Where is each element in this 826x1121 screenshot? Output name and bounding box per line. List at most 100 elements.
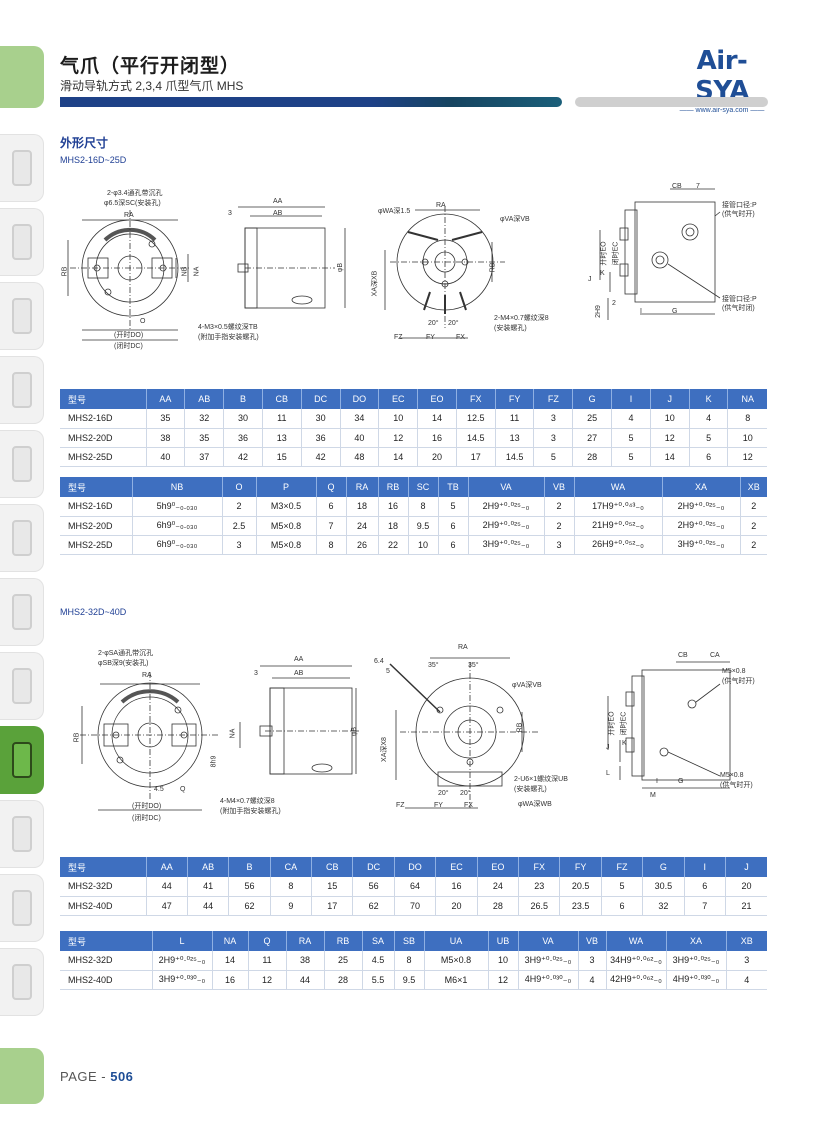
d1-port-open-1: 接管口径:P	[722, 202, 757, 209]
table-cell: 8	[316, 535, 347, 555]
table-cell: 20	[725, 877, 767, 897]
sidebar-tab-fitting[interactable]	[0, 356, 44, 424]
table-cell: 5	[601, 877, 644, 897]
d1-fy: FY	[426, 334, 435, 341]
d1-7: 7	[696, 183, 700, 190]
column-header: FZ	[601, 857, 644, 877]
table-cell: 37	[184, 447, 225, 467]
table-cell: 12	[248, 970, 287, 990]
sidebar-tab-accessory[interactable]	[0, 948, 44, 1016]
table-cell: 13	[262, 428, 302, 448]
d1-rb: RB	[61, 266, 69, 277]
table-cell: 7	[316, 516, 347, 536]
d2-angle35-a: 35°	[428, 662, 439, 669]
table-cell: 17	[311, 896, 354, 916]
d1-aa: AA	[273, 198, 283, 205]
d2-ec: 闭时EC	[620, 711, 628, 736]
sidebar-tab-gripper[interactable]	[0, 726, 44, 794]
d1-ra-2: RA	[436, 202, 446, 209]
column-header: NB	[132, 477, 223, 497]
d2-fz: FZ	[396, 802, 405, 809]
d2-3: 3	[254, 670, 258, 677]
table-cell: 3H9⁺⁰·⁰²⁵₋₀	[518, 951, 579, 971]
sidebar-tab-actuator[interactable]	[0, 504, 44, 572]
table-cell: 28	[572, 447, 613, 467]
sidebar-tab-tube[interactable]	[0, 800, 44, 868]
table-cell: 14.5	[495, 447, 535, 467]
table-cell: 4	[689, 409, 729, 429]
table-cell: 36	[301, 428, 341, 448]
d2-q: Q	[180, 786, 186, 793]
table-cell: 28	[324, 970, 363, 990]
d2-u6-1: 2-U6×1螺纹深UB	[514, 776, 568, 783]
d2-fx: FX	[464, 802, 473, 809]
table-cell: 3H9⁺⁰·⁰²⁵₋₀	[662, 535, 741, 555]
column-header: 型号	[60, 857, 147, 877]
header-bar-gray	[575, 97, 768, 107]
actuator-product-icon	[11, 520, 32, 556]
table-cell: 42H9⁺⁰·⁰⁶²₋₀	[606, 970, 667, 990]
table-cell: 24	[346, 516, 379, 536]
d1-port-close-2: (供气时闭)	[722, 305, 755, 312]
d2-5: 5	[386, 668, 390, 675]
d2-port-close-2: (供气时开)	[720, 782, 753, 789]
table-cell: MHS2-20D	[60, 516, 133, 536]
table-cell: 6	[316, 497, 347, 517]
column-header: FX	[518, 857, 561, 877]
valve-product-icon	[11, 446, 32, 482]
column-header: NA	[727, 389, 767, 409]
table-cell: 38	[286, 951, 325, 971]
table-cell: 4	[578, 970, 607, 990]
table-cell: 17H9⁺⁰·⁰⁴³₋₀	[574, 497, 663, 517]
sidebar-tab-regulator[interactable]	[0, 282, 44, 350]
table-cell: 30	[223, 409, 263, 429]
column-header: VB	[578, 931, 607, 951]
column-header: NA	[212, 931, 249, 951]
d1-port-open-2: (供气时开)	[722, 211, 755, 218]
d1-j: J	[588, 276, 592, 283]
d1-port-close-1: 接管口径:P	[722, 296, 757, 303]
column-header: EC	[378, 389, 419, 409]
d2-port-open-1: M5×0.8	[722, 668, 746, 675]
d1-phiwa: φWA深1.5	[378, 208, 411, 215]
table-cell: 70	[394, 896, 437, 916]
sidebar-tab-filter[interactable]	[0, 134, 44, 202]
table-cell: 2.5	[222, 516, 257, 536]
column-header: CA	[270, 857, 313, 877]
column-header: I	[611, 389, 651, 409]
column-header: FZ	[533, 389, 574, 409]
sidebar-tab-top[interactable]	[0, 46, 44, 108]
d1-m4-note-1: 2-M4×0.7螺纹深8	[494, 315, 549, 322]
column-header: I	[684, 857, 726, 877]
d2-g: G	[678, 778, 684, 785]
table-cell: 15	[262, 447, 302, 467]
table-cell: 20	[435, 896, 478, 916]
table-cell: 24	[477, 877, 520, 897]
column-header: Q	[248, 931, 287, 951]
sidebar-tab-valve[interactable]	[0, 430, 44, 498]
table-cell: 16	[378, 497, 409, 517]
d1-2: 2	[612, 300, 616, 307]
d2-ra: RA	[142, 672, 152, 679]
sidebar-tab-cylinder[interactable]	[0, 208, 44, 276]
table-cell: 13	[495, 428, 535, 448]
sidebar-tab-manifold[interactable]	[0, 652, 44, 720]
filter-product-icon	[11, 150, 32, 186]
column-header: Q	[316, 477, 347, 497]
d2-hole-note-2: φSB深9(安装孔)	[98, 660, 149, 667]
d1-cb: CB	[672, 183, 682, 190]
drawing-2-svg	[80, 657, 731, 811]
sidebar-tab-silencer[interactable]	[0, 874, 44, 942]
brand-logo: Air-SYA —— www.air-sya.com ——	[672, 46, 772, 114]
table-cell: 2H9⁺⁰·⁰²⁵₋₀	[152, 951, 213, 971]
sidebar-tab-solenoid[interactable]	[0, 578, 44, 646]
column-header: UB	[488, 931, 519, 951]
sidebar-tab-bottom[interactable]	[0, 1048, 44, 1104]
table-cell: 16	[435, 877, 478, 897]
column-header: DC	[352, 857, 395, 877]
column-header: 型号	[60, 389, 147, 409]
table-cell: 2	[740, 497, 767, 517]
